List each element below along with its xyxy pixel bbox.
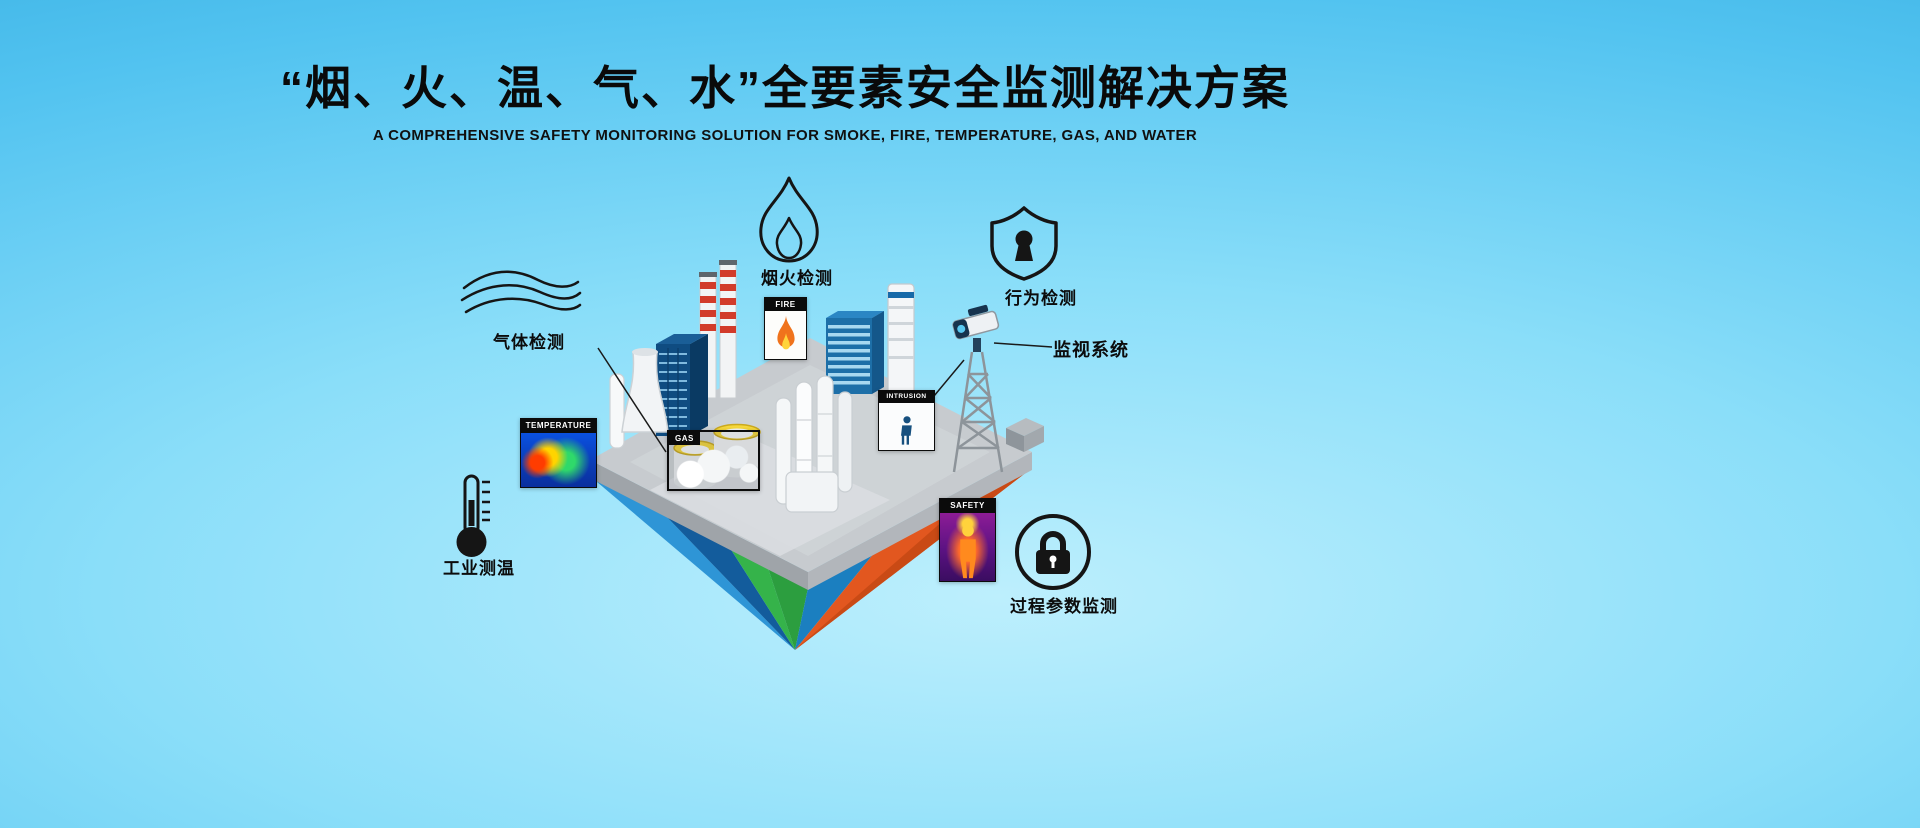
small-warehouse (1006, 418, 1044, 452)
gas-waves-icon (460, 270, 582, 314)
flame-icon (759, 176, 819, 263)
placard-safety-label: SAFETY (940, 499, 995, 513)
placard-temperature-label: TEMPERATURE (521, 419, 596, 433)
fire-image (765, 311, 806, 359)
thermal-image (521, 433, 596, 487)
process-columns (775, 375, 853, 513)
shield-keyhole-icon (990, 206, 1058, 281)
callout-behavior-detection: 行为检测 (1005, 289, 1077, 308)
placard-fire: FIRE (764, 297, 807, 360)
placard-temperature: TEMPERATURE (520, 418, 597, 488)
safety-thermal-image (940, 513, 995, 581)
page-title: “烟、火、温、气、水”全要素安全监测解决方案 (280, 62, 1290, 114)
placard-intrusion: INTRUSION (878, 390, 935, 451)
placard-safety: SAFETY (939, 498, 996, 582)
callout-industrial-temperature: 工业测温 (443, 559, 515, 578)
gas-smoke-image (669, 432, 758, 489)
cooling-tower (609, 348, 669, 449)
connector-lines (597, 342, 1053, 453)
page-subtitle: A COMPREHENSIVE SAFETY MONITORING SOLUTI… (372, 127, 1198, 144)
lattice-tower (952, 351, 1004, 473)
thermometer-icon (456, 474, 490, 557)
callout-smoke-fire-detection: 烟火检测 (761, 269, 833, 288)
surveillance-camera (952, 304, 1000, 352)
placard-fire-label: FIRE (765, 298, 806, 311)
warehouse-building (826, 311, 884, 394)
process-column (887, 283, 915, 403)
person-icon (900, 416, 912, 445)
flame-photo-icon (776, 315, 795, 350)
callout-surveillance-system: 监视系统 (1053, 340, 1129, 360)
intrusion-image (879, 403, 934, 450)
thermal-person-icon (959, 524, 976, 579)
lock-icon (1015, 514, 1091, 590)
callout-process-parameter-monitoring: 过程参数监测 (1010, 597, 1118, 616)
placard-intrusion-label: INTRUSION (879, 391, 934, 403)
island-rim (590, 452, 1032, 590)
callout-gas-detection: 气体检测 (493, 333, 565, 352)
placard-gas: GAS (667, 430, 760, 491)
